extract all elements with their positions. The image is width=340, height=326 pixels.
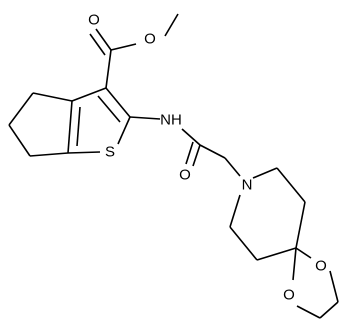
thiophene-sulfur-label: S bbox=[105, 144, 115, 161]
bond-c2-nh bbox=[129, 116, 161, 120]
bond-c3-c2-a bbox=[105, 87, 131, 118]
dioxolane-oxygen-1-label: O bbox=[315, 258, 327, 275]
bond-c7a-c3a bbox=[67, 100, 73, 154]
ester-ether-oxygen-label: O bbox=[144, 31, 156, 48]
bond-c3a-c4 bbox=[32, 92, 73, 102]
ester-carbonyl-oxygen-label: O bbox=[88, 12, 100, 29]
piperidine-nitrogen-label: N bbox=[242, 177, 253, 194]
bond-upper-right-right bbox=[276, 167, 306, 203]
bond-spiro-o2 bbox=[292, 247, 297, 281]
bond-ester-carbonyl-b bbox=[89, 33, 106, 56]
bond-ch2-n bbox=[224, 157, 241, 177]
bond-c3-c2-b bbox=[97, 95, 121, 123]
bond-c7a-c3a-inner bbox=[76, 106, 81, 147]
bond-ester-carbonyl-a bbox=[95, 28, 112, 51]
bond-nh-carbonyl bbox=[181, 128, 201, 146]
amide-nh-label: NH bbox=[160, 112, 182, 129]
bond-left-n bbox=[229, 194, 241, 228]
bond-c2-s bbox=[117, 116, 131, 145]
bond-ch2-o2 bbox=[296, 305, 321, 319]
dioxolane-oxygen-2-label: O bbox=[283, 287, 295, 304]
bonds bbox=[8, 13, 339, 319]
bond-ch2-ch2 bbox=[319, 301, 339, 319]
bond-amide-co-b bbox=[185, 141, 194, 165]
bond-spiro-lower-left bbox=[256, 247, 297, 261]
bond-n-c-upper-right bbox=[252, 167, 278, 179]
bond-c3a-c3 bbox=[71, 87, 107, 102]
atom-labels: O O NH S O N O O bbox=[88, 12, 327, 304]
bond-amide-co-a bbox=[192, 144, 201, 167]
bond-s-c7a bbox=[67, 151, 101, 154]
bond-c4-c5 bbox=[8, 92, 34, 126]
bond-o1-ch2 bbox=[329, 270, 339, 303]
bond-lower-left-left bbox=[229, 226, 258, 261]
bond-ester-c-o bbox=[110, 43, 137, 51]
bond-carbonyl-ch2 bbox=[199, 144, 226, 159]
bond-o-methyl bbox=[164, 13, 179, 37]
bond-c5-c6 bbox=[8, 124, 31, 157]
bond-spiro-o1 bbox=[295, 247, 312, 259]
bond-c3-ester-c bbox=[105, 49, 112, 89]
amide-carbonyl-oxygen-label: O bbox=[179, 167, 191, 184]
bond-c6-c7a bbox=[29, 152, 69, 157]
bond-right-spiro bbox=[295, 201, 306, 249]
